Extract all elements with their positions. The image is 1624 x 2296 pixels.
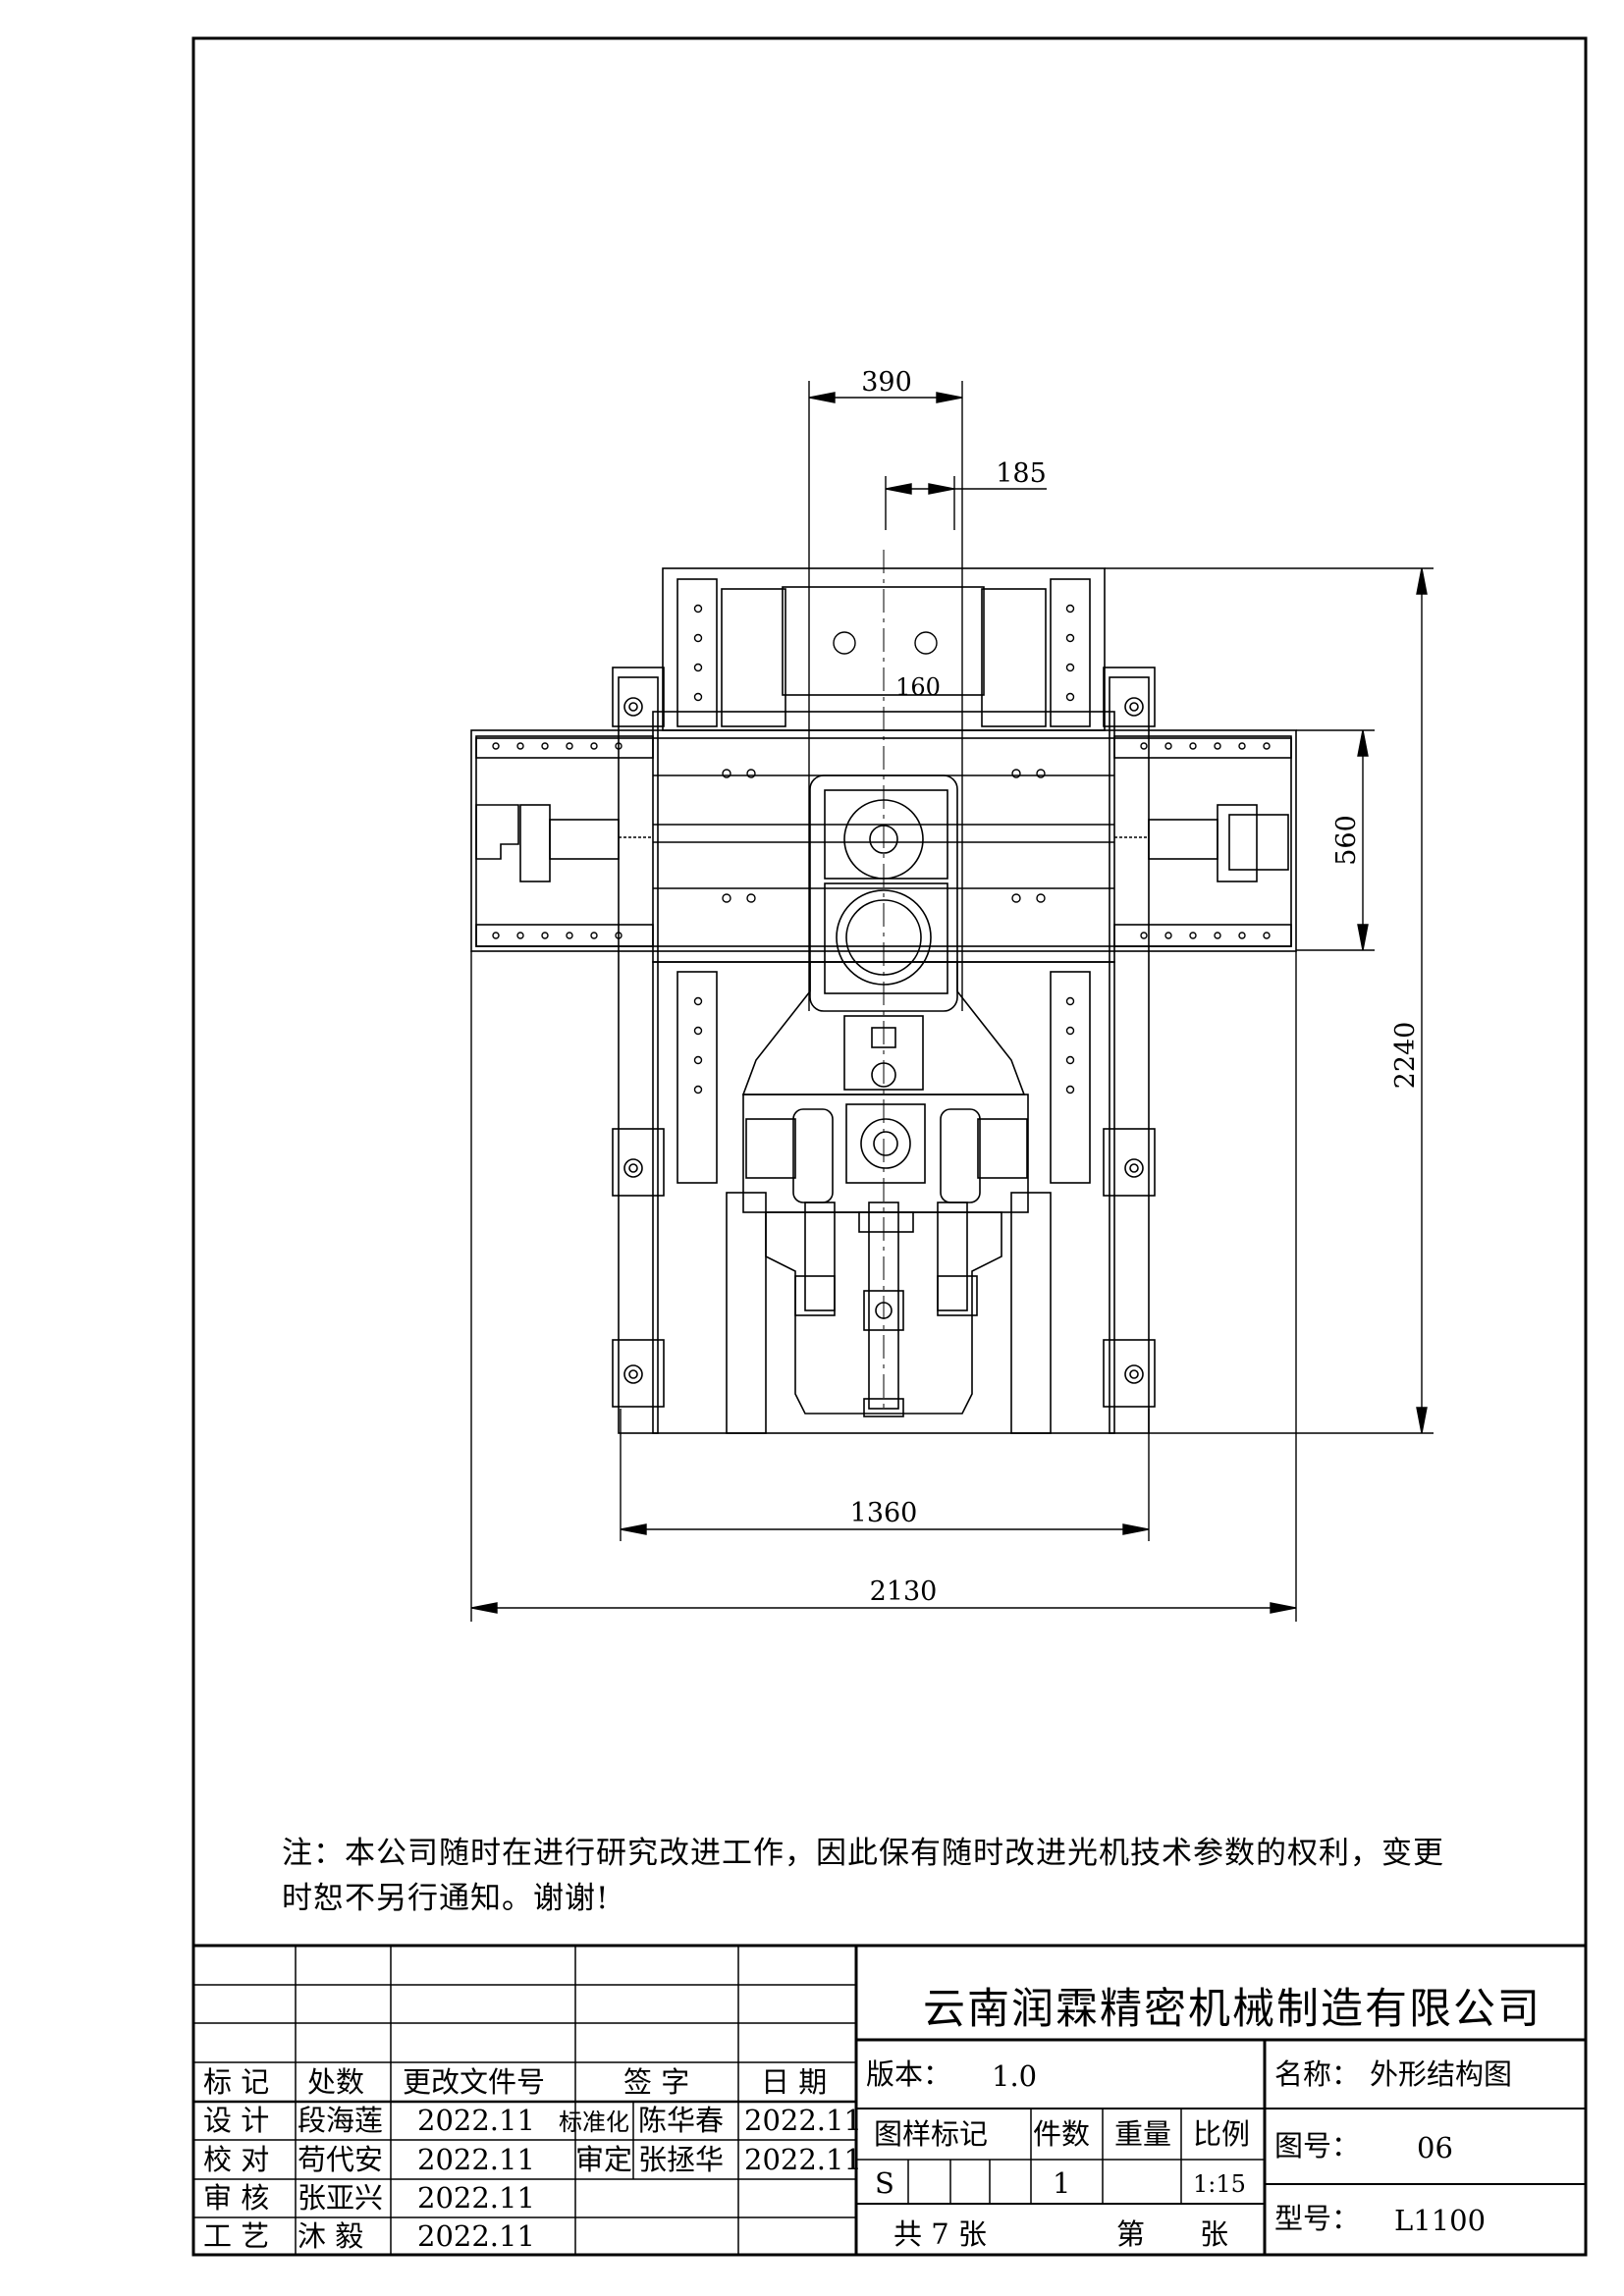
header-count: 处数 [307, 2065, 365, 2099]
header-sign: 签 字 [623, 2065, 690, 2099]
name-process: 沐 毅 [298, 2219, 364, 2253]
name-check: 苟代安 [298, 2143, 384, 2176]
disclaimer-note: 注：本公司随时在进行研究改进工作，因此保有随时改进光机技术参数的权利，变更 时恕… [282, 1831, 1489, 1921]
role-process: 工 艺 [203, 2219, 270, 2253]
scale-value: 1:15 [1193, 2170, 1246, 2198]
drawing-name: 外形结构图 [1370, 2057, 1513, 2091]
role-standardization: 标准化 [559, 2109, 629, 2136]
model-value: L1100 [1394, 2204, 1487, 2237]
role-approve: 审定 [575, 2143, 633, 2176]
drawing-no-label: 图号： [1274, 2129, 1361, 2163]
note-line-2: 时恕不另行通知。谢谢! [282, 1881, 610, 1916]
dim-390-label: 390 [861, 367, 912, 398]
sample-mark-label: 图样标记 [874, 2117, 989, 2151]
sheet-label: 第 [1116, 2217, 1146, 2251]
name-standardization: 陈华春 [638, 2104, 725, 2137]
drawing-no-value: 06 [1417, 2131, 1453, 2164]
version-label: 版本： [866, 2057, 952, 2091]
role-check: 校 对 [203, 2143, 270, 2176]
title-block-grid [193, 1944, 1586, 2255]
dimension-labels: 390 185 160 560 2240 1360 2130 [850, 367, 1421, 1607]
leveling-feet [623, 697, 1144, 1384]
date-process: 2022.11 [417, 2219, 535, 2253]
date-check: 2022.11 [417, 2143, 535, 2176]
date-design: 2022.11 [417, 2104, 535, 2137]
role-review: 审 核 [203, 2181, 270, 2215]
role-design: 设 计 [203, 2104, 270, 2137]
date-review: 2022.11 [417, 2181, 535, 2215]
dim-560-label: 560 [1331, 815, 1362, 866]
scale-label: 比例 [1193, 2117, 1251, 2151]
date-standardization: 2022.11 [744, 2104, 862, 2137]
dim-185-label: 185 [996, 458, 1047, 489]
rail-holes [492, 604, 1271, 1095]
header-doc: 更改文件号 [403, 2065, 546, 2099]
total-sheets: 共 7 张 [893, 2217, 987, 2251]
dim-1360-label: 1360 [850, 1498, 918, 1528]
name-label: 名称： [1274, 2057, 1361, 2091]
header-date: 日 期 [761, 2065, 828, 2099]
dim-2130-label: 2130 [870, 1576, 938, 1607]
name-design: 段海莲 [298, 2104, 384, 2137]
qty-value: 1 [1053, 2166, 1071, 2200]
dim-160-label: 160 [895, 673, 941, 701]
sample-mark-value: S [875, 2166, 894, 2200]
name-review: 张亚兴 [298, 2181, 384, 2215]
model-label: 型号： [1274, 2202, 1361, 2235]
sheet-border [191, 36, 1588, 2257]
date-approve: 2022.11 [744, 2143, 862, 2176]
company-name: 云南润霖精密机械制造有限公司 [923, 1985, 1542, 2034]
sheet-unit: 张 [1200, 2217, 1229, 2251]
name-approve: 张拯华 [638, 2143, 725, 2176]
note-line-1: 注：本公司随时在进行研究改进工作，因此保有随时改进光机技术参数的权利，变更 [282, 1836, 1444, 1871]
dim-2240-label: 2240 [1390, 1022, 1421, 1090]
header-mark: 标 记 [203, 2065, 270, 2099]
version-value: 1.0 [992, 2059, 1038, 2093]
weight-label: 重量 [1114, 2117, 1172, 2151]
qty-label: 件数 [1033, 2117, 1091, 2151]
dimension-lines [470, 381, 1434, 1622]
